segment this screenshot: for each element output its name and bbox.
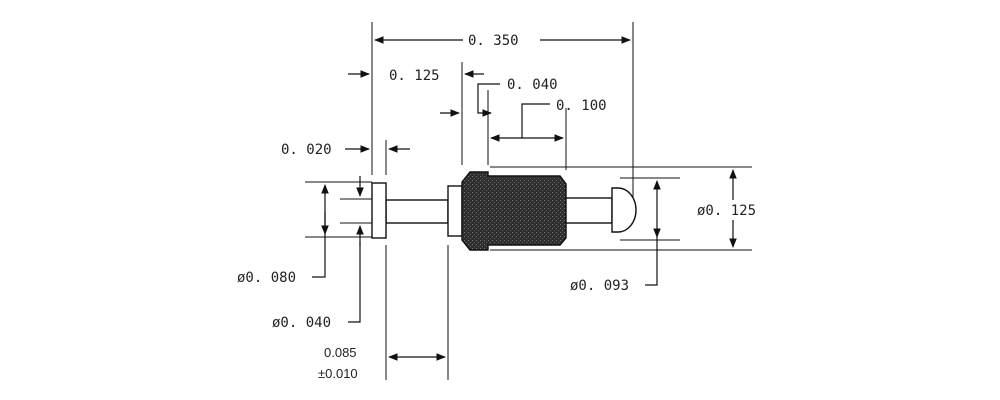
dim-knurl-offset: 0. 040 <box>507 77 558 93</box>
knurled-body <box>461 171 567 251</box>
dome-tip <box>611 187 637 233</box>
dim-tail-length-tolerance: ±0.010 <box>318 366 358 381</box>
flange <box>371 182 387 239</box>
dim-head-length: 0. 125 <box>389 68 440 84</box>
dim-diameter-knurl: ø0. 125 <box>697 203 756 219</box>
collar <box>447 185 463 237</box>
dimension-lines <box>312 36 737 361</box>
extension-lines <box>305 22 752 380</box>
dim-flange-thickness: 0. 020 <box>281 142 332 158</box>
tail-shaft <box>385 199 449 224</box>
tip-shaft <box>565 197 613 224</box>
dim-diameter-flange: ø0. 080 <box>237 270 296 286</box>
dim-diameter-shaft: ø0. 040 <box>272 315 331 331</box>
dim-overall-length: 0. 350 <box>468 33 519 49</box>
pin-part <box>371 171 637 251</box>
dim-tip-length: 0. 100 <box>556 98 607 114</box>
dim-tail-length-value: 0.085 <box>324 345 357 360</box>
dim-diameter-tip: ø0. 093 <box>570 278 629 294</box>
